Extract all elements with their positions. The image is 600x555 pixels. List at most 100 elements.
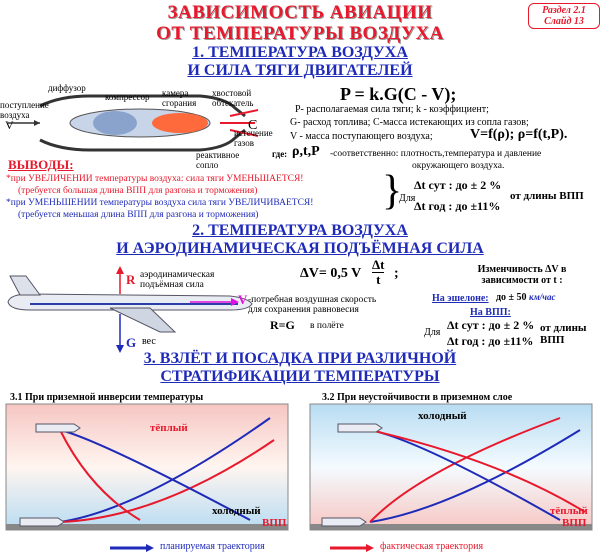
echelon-value: до ± 50 км/час: [496, 292, 556, 303]
in-flight-label: в полёте: [310, 321, 344, 331]
right-cold-label: холодный: [418, 410, 467, 422]
title-line-2: ОТ ТЕМПЕРАТУРЫ ВОЗДУХА: [156, 23, 444, 44]
velocity-symbol: V: [238, 292, 248, 307]
section3-heading: 3. ВЗЛЁТ И ПОСАДКА ПРИ РАЗЛИЧНОЙ СТРАТИФ…: [90, 350, 510, 386]
label-outflow: истечение газов: [234, 128, 273, 148]
left-vpp-label: ВПП: [262, 517, 287, 529]
legend-actual-label: фактическая траектория: [380, 541, 484, 552]
dt-sut-1: Δt сут : до ± 2 %: [414, 178, 502, 192]
conclusion-1b: (требуется большая длина ВПП для разгона…: [18, 186, 258, 196]
right-landing-actual: [369, 429, 586, 513]
legend-actual-arrowhead: [366, 544, 374, 552]
conclusion-2: *при УМЕНЬШЕНИИ температуры воздуха сила…: [6, 198, 314, 208]
def-line-4b: ρ,t,P: [292, 144, 320, 159]
section2-heading-line2: И АЭРОДИНАМИЧЕСКАЯ ПОДЪЁМНАЯ СИЛА: [116, 240, 484, 257]
section1-heading-line1: 1. ТЕМПЕРАТУРА ВОЗДУХА: [192, 44, 408, 61]
dt-sut-2: Δt сут : до ± 2 %: [447, 318, 535, 332]
section1-heading-line2: И СИЛА ТЯГИ ДВИГАТЕЛЕЙ: [187, 62, 413, 79]
legend-planned-label: планируемая траектория: [160, 541, 265, 552]
def-line-4a: где:: [272, 149, 288, 159]
vpp-label: На ВПП:: [470, 307, 511, 318]
runway-length-1: от длины ВПП: [510, 190, 584, 202]
left-plane-top: [35, 423, 81, 433]
dv-formula: ΔV= 0,5 V: [300, 266, 362, 281]
label-compressor: компрессор: [105, 92, 150, 102]
label-nozzle: реактивное сопло: [196, 150, 240, 170]
outflow-arrows: [220, 109, 259, 137]
label-inlet: поступление воздуха: [0, 100, 49, 120]
right-runway: [310, 524, 592, 530]
conclusion-2b: (требуется меньшая длина ВПП для разгона…: [18, 210, 259, 220]
lift-label: аэродинамическая подъёмная сила: [140, 270, 215, 290]
echelon-number: до ± 50: [496, 292, 527, 303]
def-line-2: G- расход топлива; C-масса истекающих из…: [290, 117, 529, 128]
section2-heading-line1: 2. ТЕМПЕРАТУРА ВОЗДУХА: [192, 222, 408, 239]
weight-label: вес: [142, 336, 156, 347]
runway-length-2: от длины ВПП: [540, 322, 587, 346]
left-actual-trajectory: [59, 439, 275, 523]
velocity-arrowhead: [231, 298, 239, 306]
for-label-2: Для: [424, 327, 441, 338]
fraction-denominator: t: [376, 272, 381, 287]
left-warm-label: тёплый: [150, 422, 188, 434]
echelon-label: На эшелоне:: [432, 293, 489, 304]
page-title: ЗАВИСИМОСТЬ АВИАЦИИ ОТ ТЕМПЕРАТУРЫ ВОЗДУ…: [80, 2, 520, 44]
section3-heading-line1: 3. ВЗЛЁТ И ПОСАДКА ПРИ РАЗЛИЧНОЙ: [143, 350, 457, 367]
section-label: Раздел 2.1: [542, 5, 586, 16]
inflow-arrowhead: [34, 120, 40, 126]
aircraft-tail: [9, 275, 41, 296]
brace-1: }: [382, 168, 403, 214]
conclusion-1: *при УВЕЛИЧЕНИИ температуры воздуха: сил…: [6, 174, 304, 184]
left-panel-title: 3.1 При приземной инверсии температуры: [10, 392, 204, 403]
weight-symbol: G: [126, 335, 137, 350]
jet-engine-diagram: [8, 94, 259, 152]
engine-casing-bottom: [39, 128, 246, 152]
thrust-formula: P = k.G(C - V);: [340, 84, 457, 104]
lift-symbol: R: [126, 272, 136, 287]
conclusions-title: ВЫВОДЫ:: [8, 157, 74, 172]
aircraft-wing: [109, 307, 177, 333]
dv-formula-end: ;: [394, 266, 399, 281]
slide-badge: Раздел 2.1 Слайд 13: [528, 3, 600, 29]
variability-label: Изменчивость ΔV в зависимости от t :: [477, 264, 567, 286]
def-line-3a: V - масса поступающего воздуха;: [290, 131, 433, 142]
right-warm-label: тёплый: [550, 505, 588, 517]
def-line-1: P- располагаемая сила тяги; k - коэффици…: [295, 104, 489, 115]
section3-heading-line2: СТРАТИФИКАЦИИ ТЕМПЕРАТУРЫ: [160, 368, 440, 385]
right-panel-title: 3.2 При неустойчивости в приземном слое: [322, 392, 513, 403]
def-line-4c: -соответственно: плотность,температура и…: [330, 149, 542, 159]
def-line-3b: V=f(ρ); ρ=f(t,P).: [470, 127, 568, 142]
dt-god-1: Δt год : до ±11%: [414, 199, 501, 213]
left-landing-planned: [59, 429, 251, 521]
fraction-numerator: Δt: [372, 257, 385, 273]
right-vpp-label: ВПП: [562, 517, 587, 529]
engine-casing-top: [39, 94, 246, 118]
airplane-diagram: [7, 266, 253, 353]
label-v: V: [5, 118, 14, 132]
velocity-description: -потребная воздушная скорость для сохран…: [248, 295, 377, 315]
left-planned-trajectory: [59, 417, 271, 523]
stratification-diagrams: [5, 403, 593, 552]
compressor-block: [93, 111, 137, 135]
left-plane-bottom: [19, 517, 65, 527]
right-plane-top: [337, 423, 383, 433]
label-tail: хвостовой обтекатель: [212, 88, 254, 108]
for-label-1: Для: [399, 193, 416, 204]
right-actual-trajectory: [369, 417, 561, 523]
left-landing-actual: [59, 429, 141, 521]
def-line-4d: окружающего воздуха.: [412, 161, 505, 171]
echelon-unit: км/час: [529, 292, 556, 302]
label-diffuser: диффузор: [48, 83, 86, 93]
legend-planned-arrowhead: [146, 544, 154, 552]
slide-label: Слайд 13: [544, 16, 584, 27]
label-chamber: камера сгорания: [162, 88, 197, 108]
lift-arrowhead: [116, 266, 124, 274]
section1-heading: 1. ТЕМПЕРАТУРА ВОЗДУХА И СИЛА ТЯГИ ДВИГА…: [110, 44, 490, 80]
left-cold-label: холодный: [212, 505, 261, 517]
weight-arrowhead: [116, 345, 124, 353]
dt-god-2: Δt год : до ±11%: [447, 334, 534, 348]
left-runway: [6, 524, 288, 530]
right-planned-trajectory: [369, 429, 581, 523]
right-plane-bottom: [321, 517, 367, 527]
dv-fraction: Δt t: [372, 257, 385, 287]
